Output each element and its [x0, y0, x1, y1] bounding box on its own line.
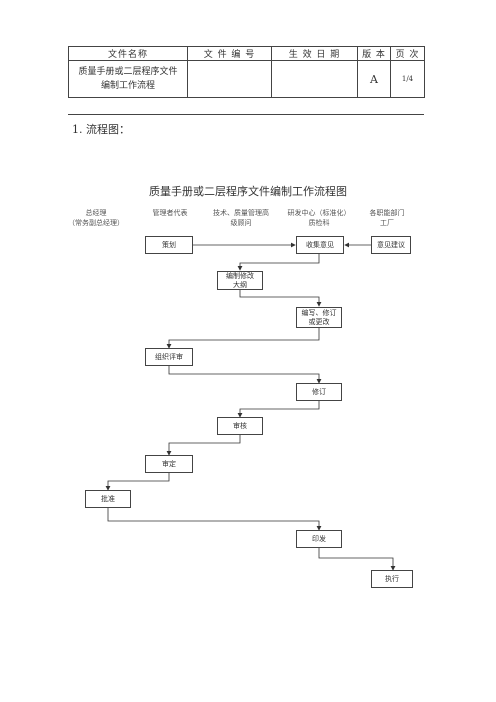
step-suggestions: 意见建议 [371, 236, 411, 254]
step-execute: 执行 [371, 570, 413, 588]
step-outline: 编制修改 大纲 [217, 271, 263, 290]
step-revise: 修订 [296, 383, 342, 401]
step-approve: 批准 [85, 490, 131, 508]
lane-rnd-qc: 研发中心（标准化） 质检科 [287, 209, 351, 227]
effective-date-value [271, 60, 358, 98]
flowchart-title: 质量手册或二层程序文件编制工作流程图 [149, 185, 347, 198]
arrow-audit-to-approve-check [166, 435, 241, 456]
document-header-table: 文件名称 文 件 编 号 生 效 日 期 版 本 页 次 质量手册或二层程序文件… [68, 46, 425, 98]
arrow-outline-to-write [239, 290, 322, 307]
lane-management-rep: 管理者代表 [152, 209, 188, 217]
lane-general-manager: 总经理 （常务副总经理） [68, 209, 124, 227]
arrow-approve-check-to-approve [105, 473, 170, 491]
step-write-revise: 编写、修订 或更改 [296, 307, 342, 328]
page-value: 1/4 [390, 60, 425, 98]
step-audit: 审核 [217, 417, 263, 435]
arrow-issue-to-execute [318, 548, 396, 571]
header-divider [68, 114, 424, 115]
arrow-revise-to-audit [237, 401, 320, 418]
doc-name-value: 质量手册或二层程序文件 编制工作流程 [68, 60, 188, 98]
step-collect-opinions: 收集意见 [296, 236, 344, 254]
lane-departments: 各职能部门 工厂 [369, 209, 405, 227]
step-plan: 策划 [145, 236, 193, 254]
arrow-write-to-review [166, 328, 320, 349]
arrow-collect-to-outline [237, 254, 320, 271]
arrow-approve-to-issue [107, 508, 322, 531]
section-title: 1. 流程图： [72, 123, 130, 136]
doc-number-value [187, 60, 272, 98]
step-approve-check: 审定 [145, 455, 193, 473]
step-issue: 印发 [296, 530, 342, 548]
arrow-review-to-revise [168, 366, 322, 384]
version-value: A [357, 60, 391, 98]
lane-technical-advisor: 技术、质量管理高 级顾问 [213, 209, 269, 227]
step-organize-review: 组织评审 [145, 348, 193, 366]
